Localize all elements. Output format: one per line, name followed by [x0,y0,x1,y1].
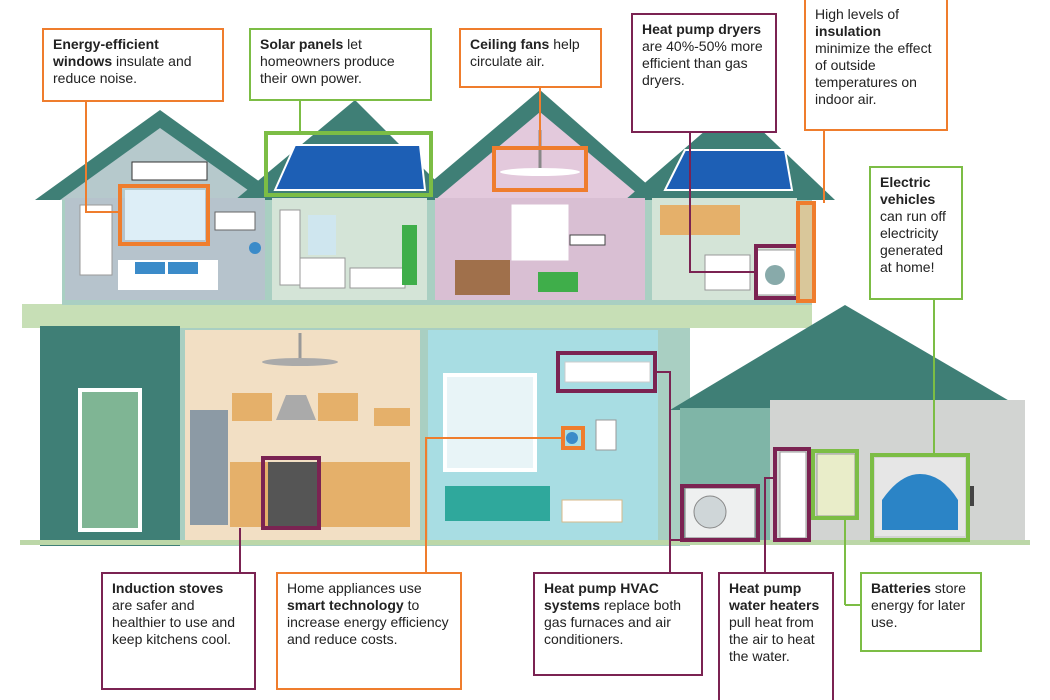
sofa [445,486,550,521]
upper-cabinet [232,393,272,421]
bathroom-shelf [279,209,301,286]
callout-stoves: Induction stoves are safer and healthier… [101,572,256,690]
wall-pictures [214,211,256,231]
callout-windows: Energy-efficient windows insulate and re… [42,28,224,102]
wall-insulation [798,205,813,300]
bedroom-window [125,190,205,240]
callout-fans-text: help circulate air. [470,36,580,69]
callout-dryers-title: Heat pump dryers [642,21,762,37]
nursery-pictures [569,234,606,246]
wardrobe [79,204,113,276]
upper-floor-ledge [22,304,812,328]
kitchen-ceiling-fan [262,358,338,366]
leader-windows [85,102,120,213]
highlight-solar [264,131,433,197]
bathtub [349,267,406,289]
nursery-window [511,204,569,261]
callout-insulation: High levels of insulation minimize the e… [804,0,948,131]
callout-insulation-pre: High levels of [815,6,900,22]
callout-insulation-text: minimize the effect of outside temperatu… [815,40,932,107]
callout-hvac: Heat pump HVAC systems replace both gas … [533,572,703,676]
highlight-insulation [796,201,816,303]
smart-thermostat [566,432,578,444]
upper-cabinet [318,393,358,421]
front-door [78,388,142,532]
callout-fans-title: Ceiling fans [470,36,550,52]
shower-curtain [402,225,417,285]
leader-smart [425,437,563,572]
home-battery [816,453,856,517]
hvac-fan-grille [693,495,727,529]
callout-batteries: Batteries store energy for later use. [860,572,982,652]
leader-hvac [655,371,671,572]
highlight-car [870,453,970,542]
callout-insulation-title: insulation [815,23,882,39]
picture-frame [595,419,617,451]
callout-dryers: Heat pump dryers are 40%-50% more effici… [631,13,777,133]
leader-water [764,477,775,572]
pillow [168,262,198,274]
callout-fans: Ceiling fans help circulate air. [459,28,602,88]
mirror [308,215,336,255]
range-hood [276,395,316,420]
callout-ev-text: can run off electricity generated at hom… [880,208,946,275]
callout-water-title: Heat pump water heaters [729,580,820,613]
dryer-door [765,265,785,285]
callout-smart-pre: Home appliances use [287,580,422,596]
sink-cabinet [299,257,346,289]
callout-batteries-title: Batteries [871,580,931,596]
thermostat-upper [249,242,261,254]
refrigerator [190,410,228,525]
solar-panels-left [273,144,427,191]
callout-ev: Electric vehicles can run off electricit… [869,166,963,300]
ground-line [20,540,1030,545]
ceiling-fan [500,168,580,176]
callout-smart-title: smart technology [287,597,404,613]
solar-panels-right [663,149,794,191]
hvac-wall-unit [564,361,651,383]
garage-roof [670,305,1025,410]
callout-windows-title: Energy-efficient windows [53,36,159,69]
callout-solar-title: Solar panels [260,36,344,52]
electric-car [882,474,958,530]
laundry-cabinets [660,205,740,235]
highlight-hvac-outdoor [680,484,760,542]
crib [455,260,510,295]
living-window [443,373,537,472]
toy-chest [538,272,578,292]
callout-solar-text: let homeowners produce their own power. [260,36,395,86]
leader-dryers [689,133,756,273]
highlight-window [118,184,210,246]
wall-ac-unit-upper [131,161,208,181]
callout-batteries-text: store energy for later use. [871,580,966,630]
callout-stoves-text: are safer and healthier to use and keep … [112,597,235,647]
highlight-water-heater [773,447,811,542]
callout-dryers-text: are 40%-50% more efficient than gas drye… [642,38,763,88]
wall-shelf [374,408,410,426]
callout-windows-text: insulate and reduce noise. [53,53,192,86]
callout-water: Heat pump water heaters pull heat from t… [718,572,834,700]
callout-ev-title: Electric vehicles [880,174,936,207]
tv-stand [561,499,623,523]
callout-hvac-title: Heat pump HVAC systems [544,580,659,613]
callout-stoves-title: Induction stoves [112,580,224,596]
induction-stove [268,462,320,527]
callout-solar: Solar panels let homeowners produce thei… [249,28,432,101]
callout-water-text: pull heat from the air to heat the water… [729,614,815,664]
callout-smart: Home appliances use smart technology to … [276,572,462,690]
highlight-battery [811,449,859,520]
water-heater [779,451,807,539]
highlight-stove [261,456,321,530]
callout-hvac-text: replace both gas furnaces and air condit… [544,597,681,647]
pillow [135,262,165,274]
callout-smart-text: to increase energy efficiency and reduce… [287,597,449,647]
